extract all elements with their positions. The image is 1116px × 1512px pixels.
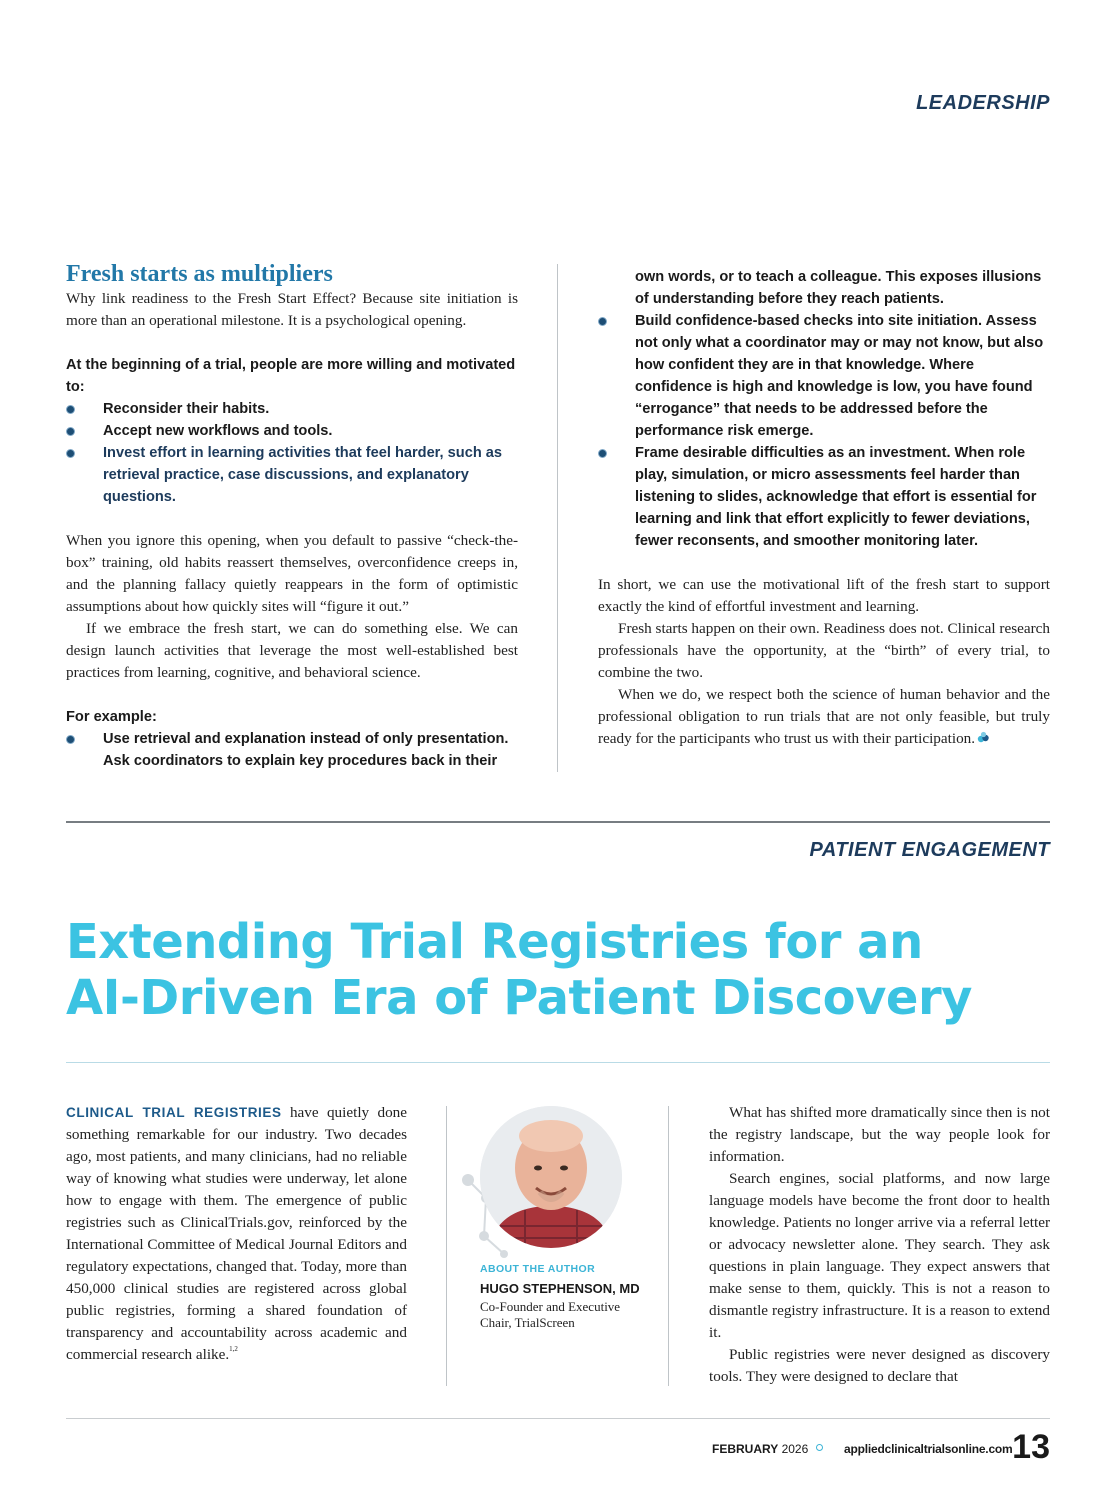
right-column: own words, or to teach a colleague. This… — [598, 266, 1050, 750]
body-paragraph: Search engines, social platforms, and no… — [709, 1170, 1050, 1341]
article-headline: Extending Trial Registries for an AI-Dri… — [66, 914, 972, 1026]
headline-divider — [66, 1062, 1050, 1063]
author-box: ABOUT THE AUTHOR HUGO STEPHENSON, MD Co-… — [456, 1098, 660, 1338]
footer-divider — [66, 1418, 1050, 1419]
section-tag-patient-engagement: PATIENT ENGAGEMENT — [809, 839, 1050, 861]
checks-list: Build confidence-based checks into site … — [598, 310, 1050, 552]
list-item: Use retrieval and explanation instead of… — [66, 728, 518, 772]
body-paragraph: Public registries were never designed as… — [709, 1346, 1050, 1385]
column-divider — [446, 1106, 447, 1386]
section-tag-leadership: LEADERSHIP — [916, 92, 1050, 114]
bullet-icon — [66, 449, 75, 458]
column-divider — [557, 264, 558, 772]
list-lead: At the beginning of a trial, people are … — [66, 357, 516, 395]
body-paragraph: What has shifted more dramatically since… — [709, 1104, 1050, 1165]
author-name: HUGO STEPHENSON, MD — [480, 1281, 640, 1296]
body-paragraph: In short, we can use the motivational li… — [598, 576, 1050, 615]
body-paragraph: If we embrace the fresh start, we can do… — [66, 620, 518, 681]
bullet-continuation: own words, or to teach a colleague. This… — [635, 269, 1042, 307]
column-divider — [668, 1106, 669, 1386]
bullet-icon — [66, 405, 75, 414]
issue-date: FEBRUARY 2026 — [712, 1442, 809, 1456]
body-paragraph: When you ignore this opening, when you d… — [66, 532, 518, 615]
subhead: Fresh starts as multipliers — [66, 261, 333, 287]
motivation-list: Reconsider their habits. Accept new work… — [66, 398, 518, 508]
list-item: Accept new workflows and tools. — [66, 420, 518, 442]
page-footer: FEBRUARY 2026 appliedclinicaltrialsonlin… — [712, 1428, 1052, 1468]
left-column: Fresh starts as multipliers Why link rea… — [66, 260, 518, 772]
body-paragraph: Fresh starts happen on their own. Readin… — [598, 620, 1050, 681]
list-item: Build confidence-based checks into site … — [598, 310, 1050, 442]
author-label: ABOUT THE AUTHOR — [480, 1263, 596, 1275]
body-paragraph: When we do, we respect both the science … — [598, 686, 1050, 747]
article-right-column: What has shifted more dramatically since… — [709, 1102, 1050, 1388]
bullet-icon — [598, 317, 607, 326]
list-item: Reconsider their habits. — [66, 398, 518, 420]
bullet-icon — [598, 449, 607, 458]
lead-in: CLINICAL TRIAL REGISTRIES — [66, 1105, 282, 1120]
website-link[interactable]: appliedclinicaltrialsonline.com — [844, 1442, 1013, 1456]
end-mark-icon — [977, 731, 989, 743]
bullet-icon — [66, 427, 75, 436]
author-avatar — [480, 1106, 622, 1248]
example-list: Use retrieval and explanation instead of… — [66, 728, 518, 772]
separator-dot-icon — [816, 1444, 823, 1451]
article-left-column: CLINICAL TRIAL REGISTRIES have quietly d… — [66, 1102, 407, 1366]
author-role: Co-Founder and Executive Chair, TrialScr… — [480, 1299, 621, 1330]
example-lead: For example: — [66, 709, 157, 725]
page-number: 13 — [1012, 1428, 1050, 1466]
section-divider — [66, 821, 1050, 823]
bullet-icon — [66, 735, 75, 744]
reference-marker: 1,2 — [229, 1345, 238, 1353]
list-item: Invest effort in learning activities tha… — [66, 442, 518, 508]
intro-paragraph: Why link readiness to the Fresh Start Ef… — [66, 290, 518, 329]
list-item: Frame desirable difficulties as an inves… — [598, 442, 1050, 552]
author-portrait-icon — [480, 1106, 622, 1248]
body-paragraph: CLINICAL TRIAL REGISTRIES have quietly d… — [66, 1104, 408, 1363]
